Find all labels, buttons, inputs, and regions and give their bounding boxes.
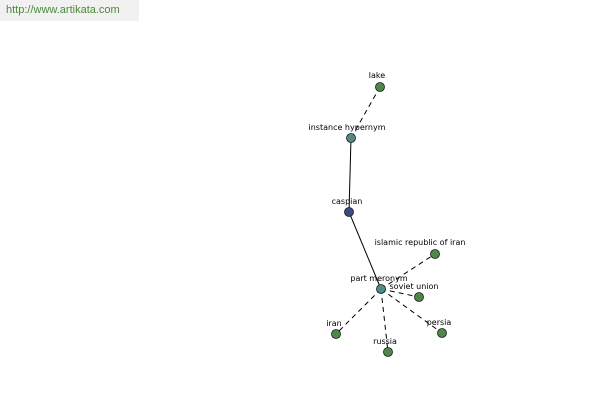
edge-caspian-to-instance-hypernym: [348, 137, 352, 213]
node-label-persia: persia: [427, 318, 452, 327]
watermark-url: http://www.artikata.com: [0, 0, 139, 21]
node-label-islamic-republic-of-iran: islamic republic of iran: [375, 238, 466, 247]
edge-part-meronym-to-persia: [380, 288, 443, 334]
node-lake[interactable]: [375, 82, 385, 92]
edge-part-meronym-to-islamic-republic-of-iran: [380, 253, 436, 290]
node-part-meronym[interactable]: [376, 284, 386, 294]
edge-part-meronym-to-iran: [335, 288, 382, 335]
node-persia[interactable]: [437, 328, 447, 338]
nodes-layer: [331, 82, 447, 357]
node-iran[interactable]: [331, 329, 341, 339]
node-instance-hypernym[interactable]: [346, 133, 356, 143]
node-label-iran: iran: [326, 319, 341, 328]
node-label-instance-hypernym: instance hypernym: [309, 123, 386, 132]
edge-part-meronym-to-soviet-union: [380, 288, 420, 298]
node-label-soviet-union: soviet union: [390, 282, 439, 291]
edges-layer: [335, 86, 443, 353]
node-label-lake: lake: [369, 71, 385, 80]
node-islamic-republic-of-iran[interactable]: [430, 249, 440, 259]
edge-instance-hypernym-to-lake: [350, 86, 381, 139]
node-caspian[interactable]: [344, 207, 354, 217]
labels-layer: lake instance hypernym caspian part meronym…: [309, 71, 466, 346]
edge-caspian-to-part-meronym: [348, 211, 382, 290]
node-russia[interactable]: [383, 347, 393, 357]
node-label-caspian: caspian: [332, 197, 363, 206]
node-label-russia: russia: [373, 337, 397, 346]
node-soviet-union[interactable]: [414, 292, 424, 302]
edge-part-meronym-to-russia: [380, 288, 389, 353]
node-label-part-meronym: part meronym: [350, 274, 407, 283]
